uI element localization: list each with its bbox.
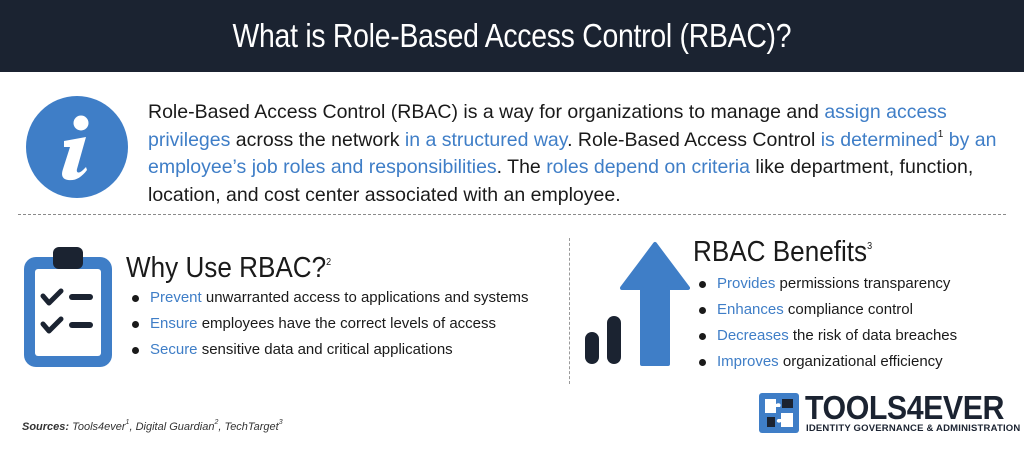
page-title: What is Role-Based Access Control (RBAC)… bbox=[232, 17, 792, 54]
highlight-text: in a structured way bbox=[404, 128, 568, 151]
rbac-benefits-heading: RBAC Benefits3 bbox=[693, 236, 873, 268]
vertical-dashed-divider bbox=[569, 238, 570, 384]
horizontal-dashed-divider bbox=[18, 214, 1006, 215]
logo-tagline: IDENTITY GOVERNANCE & ADMINISTRATION bbox=[806, 423, 1021, 434]
intro-paragraph: Role-Based Access Control (RBAC) is a wa… bbox=[148, 101, 997, 206]
header-banner: What is Role-Based Access Control (RBAC)… bbox=[0, 0, 1024, 72]
sources-footnote: Sources: Tools4ever1, Digital Guardian2,… bbox=[22, 419, 283, 433]
why-rbac-heading: Why Use RBAC?2 bbox=[126, 252, 332, 284]
list-item: Decreases the risk of data breaches bbox=[697, 323, 957, 349]
list-item: Prevent unwarranted access to applicatio… bbox=[130, 285, 529, 311]
highlight-text: roles depend on criteria bbox=[546, 156, 750, 178]
list-item: Ensure employees have the correct levels… bbox=[130, 311, 529, 337]
list-item: Secure sensitive data and critical appli… bbox=[130, 337, 529, 363]
logo-wordmark: TOOLS4EVER bbox=[805, 389, 1004, 426]
list-item: Provides permissions transparency bbox=[697, 271, 957, 297]
footnote-ref: 1 bbox=[937, 129, 944, 140]
info-icon bbox=[26, 96, 128, 198]
highlight-text: assign access privileges bbox=[148, 101, 947, 151]
list-item: Enhances compliance control bbox=[697, 297, 957, 323]
tools4ever-puzzle-logo-icon bbox=[759, 393, 799, 433]
highlight-text: by an employee’s job roles and responsib… bbox=[148, 128, 997, 179]
why-rbac-list: Prevent unwarranted access to applicatio… bbox=[130, 285, 529, 363]
list-item: Improves organizational efficiency bbox=[697, 349, 957, 375]
clipboard-checklist-icon bbox=[24, 247, 112, 367]
highlight-text: is determined bbox=[820, 128, 938, 151]
rbac-benefits-list: Provides permissions transparency Enhanc… bbox=[697, 271, 957, 375]
growth-arrow-icon bbox=[585, 242, 690, 366]
tools4ever-logo: TOOLS4EVER IDENTITY GOVERNANCE & ADMINIS… bbox=[759, 389, 1020, 437]
